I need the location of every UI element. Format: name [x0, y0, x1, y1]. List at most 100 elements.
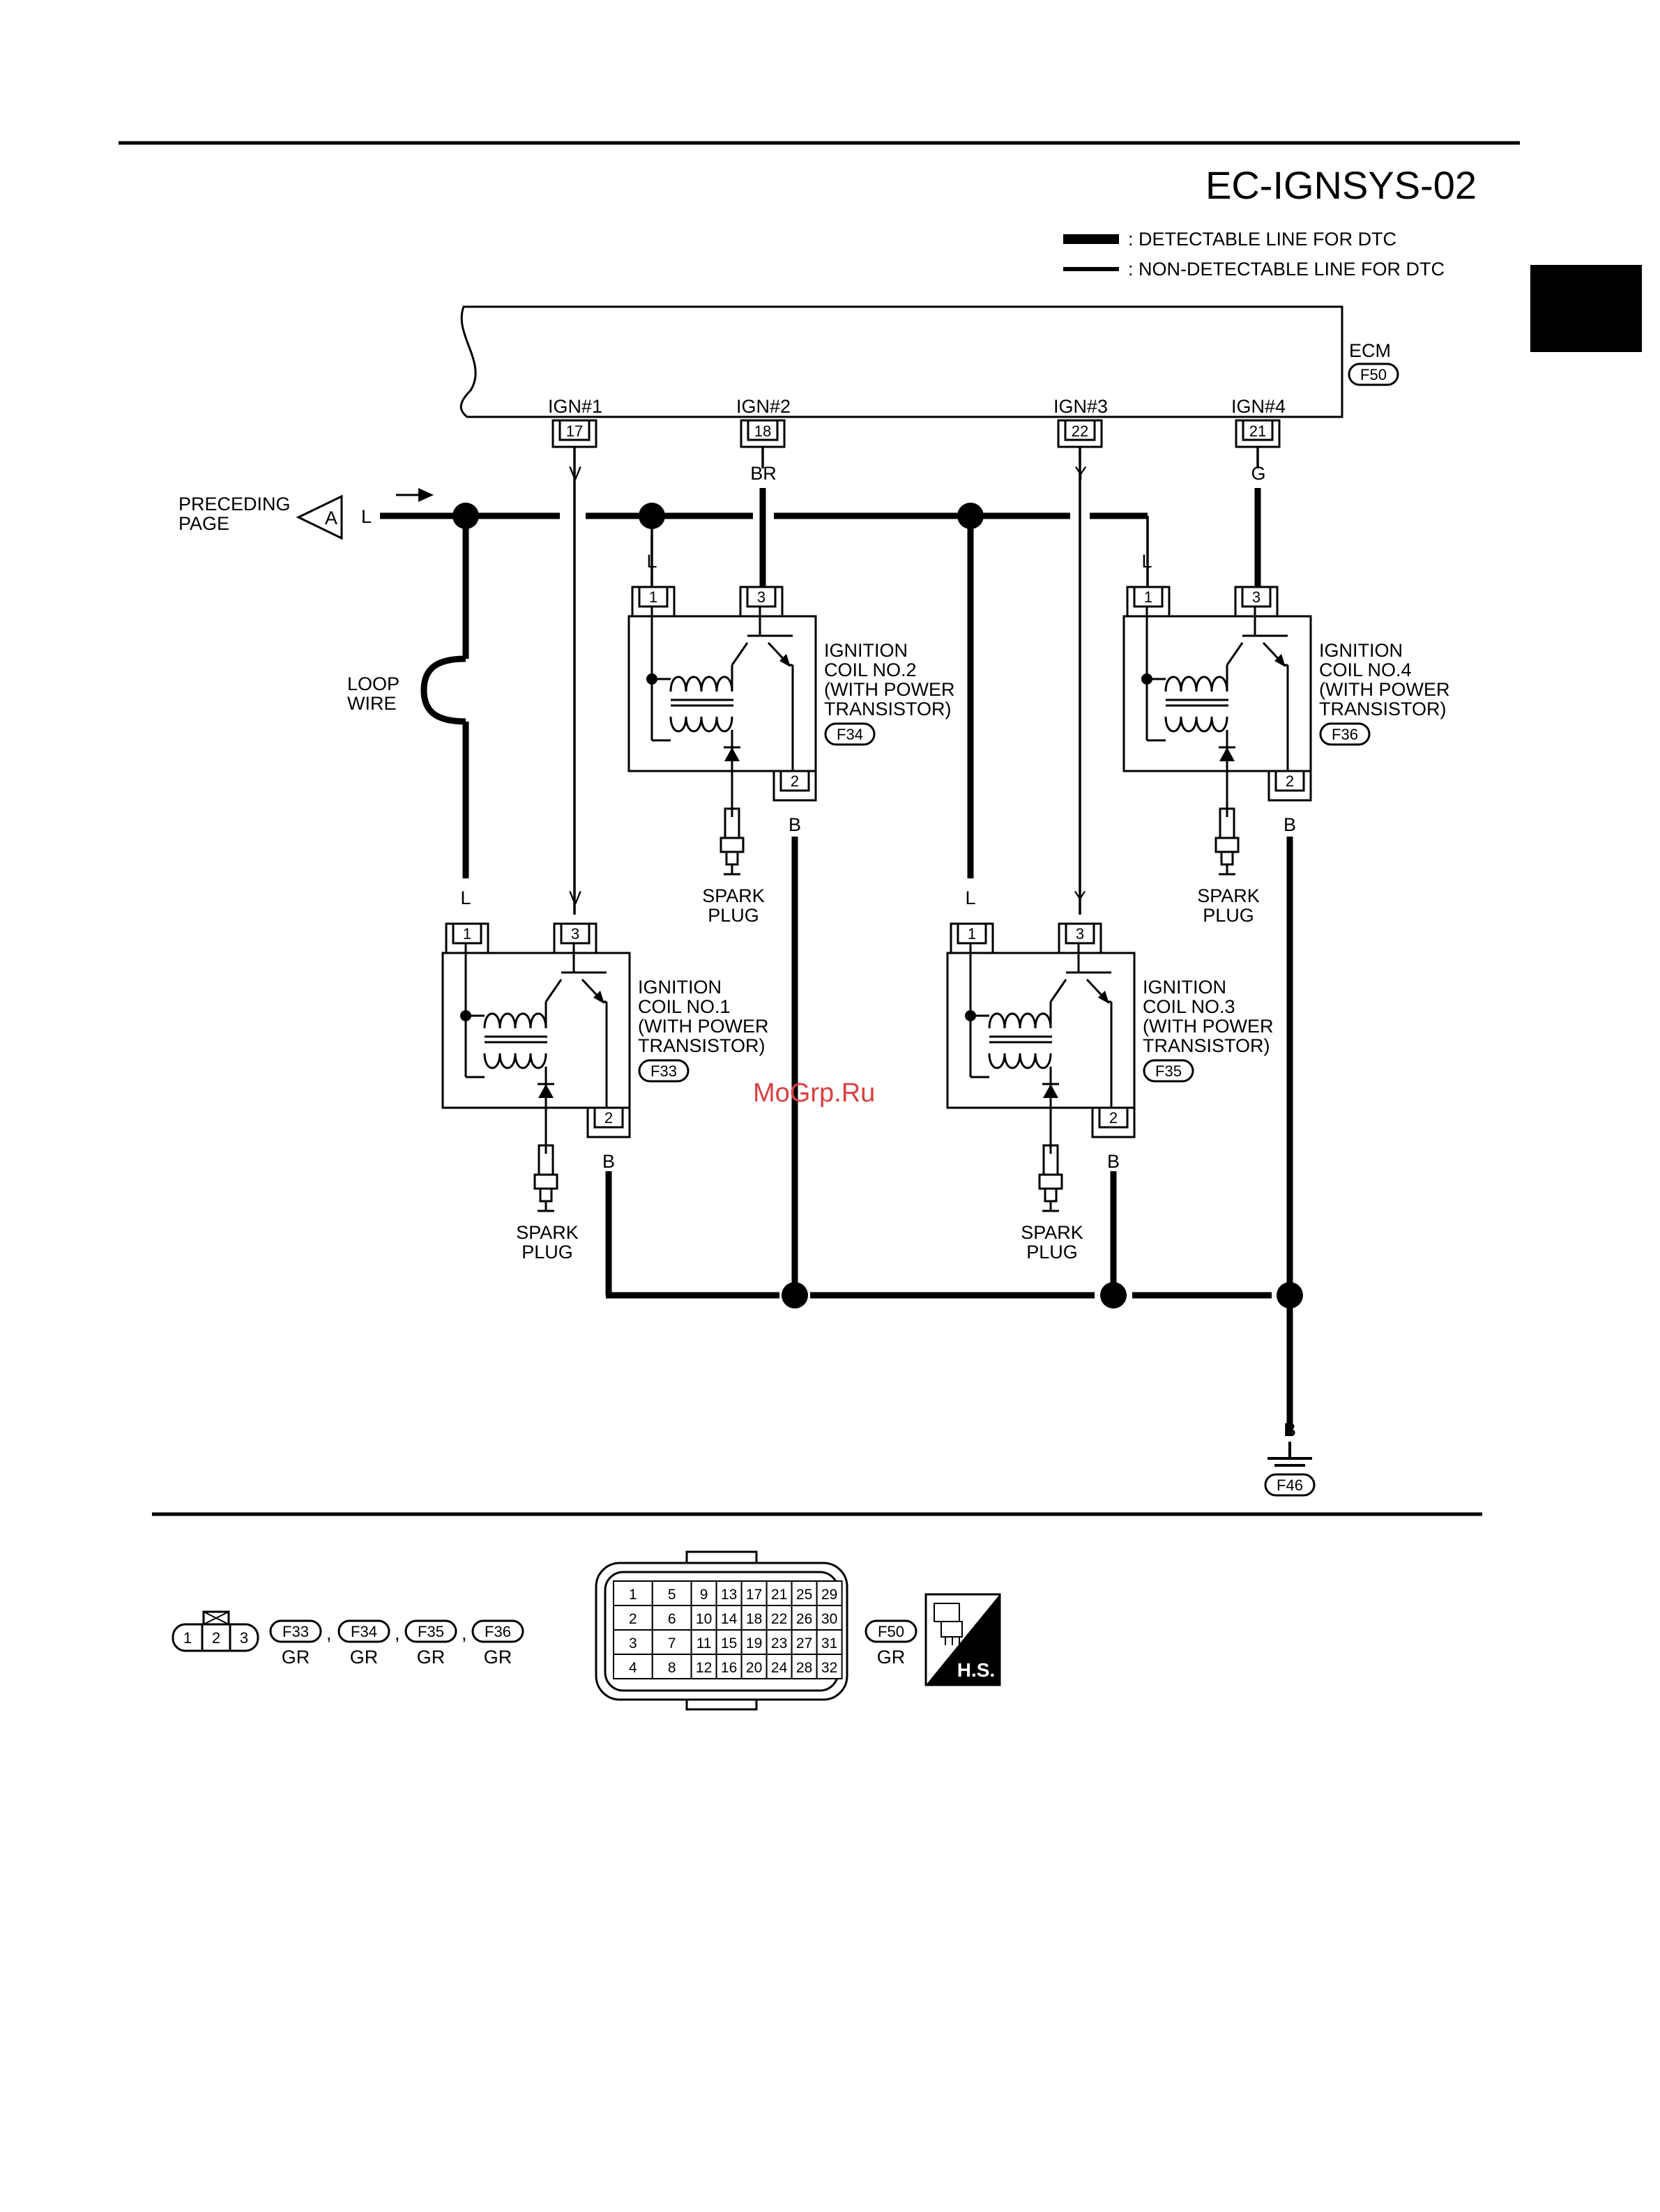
- wire-color-label: B: [1284, 814, 1296, 835]
- ecm-terminal-1: IGN#1 17 V: [548, 396, 602, 484]
- coil-connector-pill: [1143, 1059, 1194, 1083]
- ecm-pin-cell: [791, 1605, 818, 1631]
- ignition-coil-1: L V 1 3 2 B: [441, 887, 768, 1263]
- terminal-name: IGN#3: [1053, 396, 1108, 417]
- ecm-pin-number: 31: [821, 1635, 837, 1652]
- spark-plug-icon: [1214, 807, 1240, 876]
- ecm-pin-number: 28: [796, 1660, 812, 1676]
- wire-color-label: L: [1141, 551, 1152, 572]
- ecm-pin-number: 19: [746, 1635, 762, 1652]
- ground-symbol: B F46: [1264, 1419, 1316, 1497]
- small-pin-2: 2: [212, 1629, 220, 1647]
- primary-coil-icon: [483, 1012, 547, 1029]
- ground-wire-color: B: [1284, 1419, 1296, 1440]
- terminal-name: IGN#4: [1231, 396, 1286, 417]
- ecm-pin-number: 22: [771, 1611, 787, 1627]
- hs-label: H.S.: [957, 1659, 995, 1681]
- coil-title-3: (WITH POWER: [824, 679, 954, 700]
- ecm-pin-cell: [613, 1654, 653, 1679]
- ecm-pin-number: 21: [771, 1587, 787, 1603]
- ecm-box: ECM F50: [459, 305, 1399, 418]
- diode-icon: [724, 747, 740, 761]
- harness-side-badge: H.S.: [924, 1593, 1001, 1686]
- terminal-pin: 22: [1072, 422, 1088, 440]
- diode-icon: [1043, 1084, 1058, 1098]
- spark-plug-line2: PLUG: [521, 1242, 573, 1263]
- pin-label: 3: [1076, 925, 1084, 943]
- small-connector-view: 1 2 3: [172, 1610, 259, 1652]
- pin-box: [1065, 922, 1095, 945]
- legend: : DETECTABLE LINE FOR DTC : NON-DETECTAB…: [1063, 229, 1445, 280]
- terminal-name: IGN#1: [548, 396, 602, 417]
- ecm-pin-cell: [715, 1580, 743, 1606]
- pin-box: [957, 922, 987, 945]
- wire-color-label: L: [965, 887, 975, 908]
- ecm-pin-cell: [816, 1654, 843, 1679]
- wire-color-label: L: [646, 551, 657, 572]
- coil-connector-ref: F34: [837, 726, 863, 743]
- ignition-coil-3: L Y 1 3 2 B: [946, 887, 1273, 1263]
- ref-f35-color: GR: [417, 1647, 446, 1668]
- ecm-pin-cell: [715, 1629, 743, 1655]
- pin-box: [560, 922, 591, 945]
- ecm-pin-number: 16: [721, 1660, 737, 1676]
- ecm-outline: [459, 305, 1343, 418]
- coil-connector-ref: F33: [650, 1062, 677, 1080]
- ref-f50: F50: [878, 1623, 904, 1640]
- coil-title-3: (WITH POWER: [638, 1016, 768, 1037]
- ref-f36-color: GR: [484, 1647, 512, 1668]
- pin-label: 2: [604, 1109, 613, 1127]
- ecm-pin-cell: [613, 1629, 653, 1655]
- wire-color-label: B: [789, 814, 801, 835]
- spark-plug-line1: SPARK: [1197, 885, 1260, 906]
- junction-dot: [1277, 1282, 1303, 1309]
- pin-label: 2: [791, 772, 799, 790]
- coil-title-2: COIL NO.3: [1143, 996, 1235, 1017]
- ecm-pin-number: 1: [629, 1587, 637, 1603]
- ecm-pin-number: 11: [696, 1635, 712, 1652]
- coil-title-1: IGNITION: [1319, 640, 1403, 661]
- coil-connector-pill: [638, 1059, 690, 1083]
- coil-title-4: TRANSISTOR): [824, 699, 952, 719]
- coil-connector-pill: [1319, 722, 1371, 746]
- wire-color-label: B: [602, 1151, 615, 1172]
- ecm-pin-number: 18: [746, 1611, 762, 1627]
- preceding-arrow-shape: [296, 494, 343, 540]
- ecm-pin-cell: [816, 1629, 843, 1655]
- terminal-wire-color: G: [1251, 463, 1265, 484]
- ecm-label: ECM: [1349, 340, 1391, 361]
- pin-box: [779, 770, 810, 792]
- ecm-pin-number: 26: [796, 1611, 812, 1627]
- loop-wire: LOOP WIRE: [347, 655, 466, 725]
- ecm-pin-number: 15: [721, 1635, 737, 1652]
- terminal-pin-box: [747, 419, 779, 441]
- spark-plug-line2: PLUG: [1203, 905, 1254, 926]
- preceding-line2: PAGE: [178, 513, 229, 534]
- preceding-page-ref: PRECEDING PAGE A L: [178, 488, 434, 540]
- ecm-pin-number: 30: [821, 1611, 837, 1627]
- ref-f33: F33: [282, 1623, 309, 1640]
- wire-color-label: V: [569, 887, 581, 908]
- ecm-pin-number: 14: [721, 1611, 738, 1627]
- ecm-pin-number: 7: [668, 1635, 676, 1652]
- connector-icon: [934, 1603, 963, 1645]
- junction-dot: [782, 1282, 808, 1309]
- coil-body: [946, 952, 1136, 1109]
- spark-plug-icon: [1038, 1144, 1063, 1212]
- pin-box: [452, 922, 482, 945]
- wire-color-label: L: [460, 887, 471, 908]
- ignition-coil-2: L 1 3 2 B: [627, 551, 954, 926]
- ground-connector-pill: [1264, 1473, 1316, 1497]
- watermark: MoGrp.Ru: [753, 1078, 875, 1108]
- spark-plug-icon: [719, 807, 745, 876]
- preceding-wire-color: L: [361, 506, 372, 527]
- terminal-pin-box: [1242, 419, 1274, 441]
- ground-connector-ref: F46: [1277, 1477, 1303, 1494]
- coil-title-4: TRANSISTOR): [1319, 699, 1447, 719]
- junction-dot: [1100, 1282, 1127, 1309]
- coil-connector-ref: F36: [1332, 726, 1358, 743]
- spark-plug-line1: SPARK: [1021, 1222, 1083, 1243]
- terminal-pin: 17: [566, 422, 583, 440]
